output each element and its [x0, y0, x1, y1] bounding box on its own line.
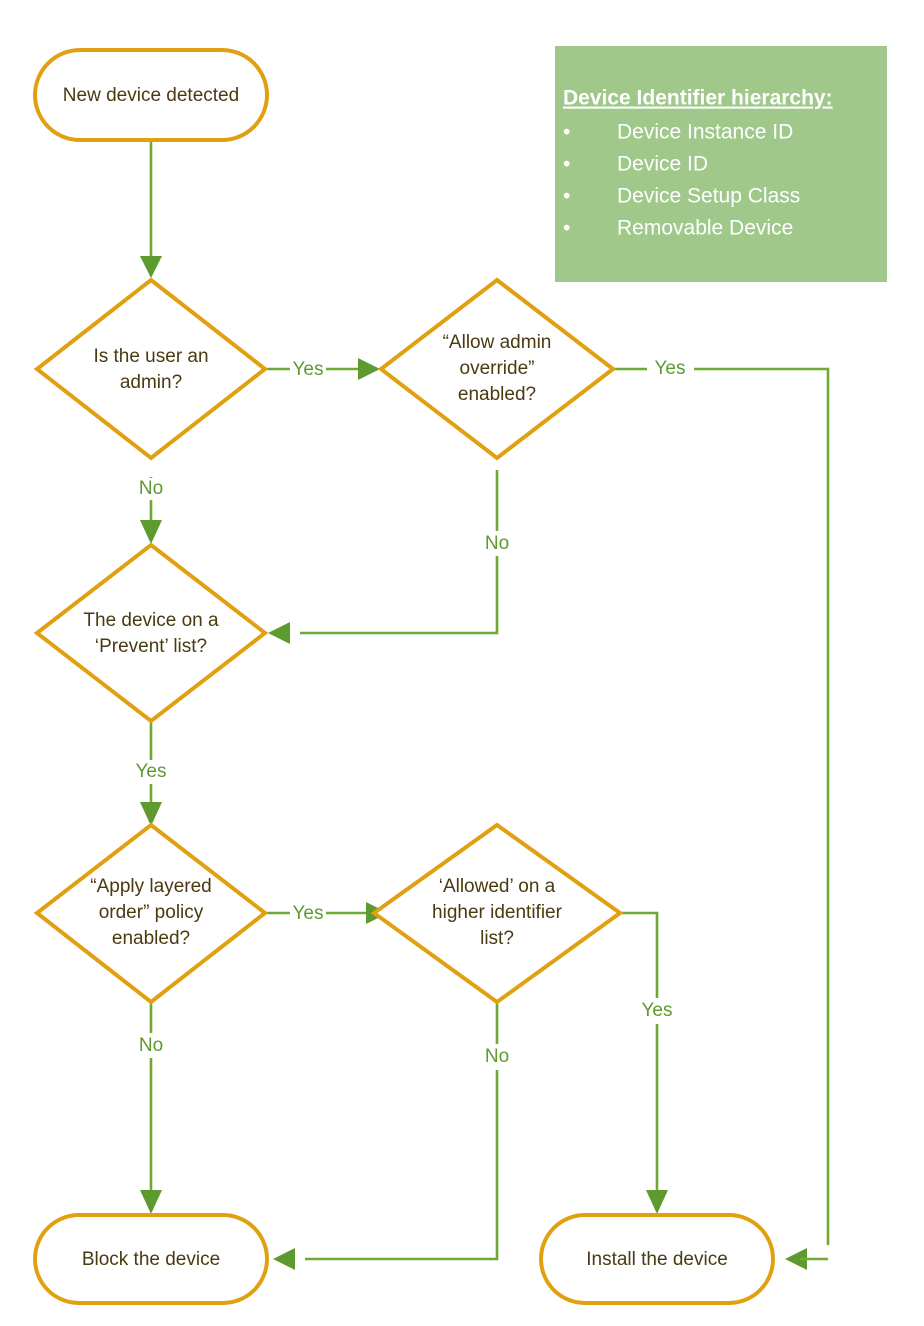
decision-shape	[33, 277, 269, 461]
arrowhead-icon	[785, 1248, 807, 1270]
node-block[interactable]: Block the device	[33, 1213, 269, 1305]
edge-label-no: No	[485, 1046, 509, 1067]
decision-shape	[377, 277, 617, 461]
edge-is-admin-no: No	[139, 477, 163, 544]
arrowhead-icon	[140, 256, 162, 278]
node-higher-identifier[interactable]: ‘Allowed’ on a higher identifier list?	[370, 822, 624, 1005]
edge-line	[305, 1002, 499, 1261]
edge-line	[300, 470, 499, 635]
terminator-shape	[539, 1213, 775, 1305]
legend-item-label: Device ID	[617, 153, 708, 176]
node-is-admin[interactable]: Is the user an admin?	[33, 277, 269, 461]
node-label-layered-order-line2: order” policy	[99, 902, 204, 923]
bullet-icon: •	[563, 153, 570, 176]
node-label-higher-identifier-line2: higher identifier	[432, 902, 563, 923]
arrowhead-icon	[358, 358, 380, 380]
edge-label-yes: Yes	[136, 761, 167, 782]
edge-is-admin-yes: Yes	[265, 358, 380, 380]
legend-panel: Device Identifier hierarchy: • Device In…	[555, 46, 887, 282]
arrowhead-icon	[140, 802, 162, 826]
arrowhead-icon	[273, 1248, 295, 1270]
edge-label-yes: Yes	[293, 903, 324, 924]
edge-admin-override-yes: Yes	[613, 358, 830, 1270]
node-prevent-list[interactable]: The device on a ‘Prevent’ list?	[33, 542, 269, 724]
bullet-icon: •	[563, 217, 570, 240]
edge-higher-identifier-yes: Yes	[620, 911, 673, 1214]
legend-item-label: Device Setup Class	[617, 185, 800, 208]
node-admin-override[interactable]: “Allow admin override” enabled?	[377, 277, 617, 461]
edge-label-no: No	[139, 478, 163, 499]
legend-item-label: Device Instance ID	[617, 121, 793, 144]
node-label-admin-override-line2: override”	[460, 358, 535, 379]
bullet-icon: •	[563, 185, 570, 208]
edge-layered-order-no: No	[139, 1002, 163, 1214]
decision-shape	[33, 822, 269, 1005]
edge-line	[613, 367, 830, 1245]
edge-start-to-is-admin	[140, 140, 162, 278]
arrowhead-icon	[268, 622, 290, 644]
bullet-icon: •	[563, 121, 570, 144]
legend-background	[555, 46, 887, 282]
node-label-admin-override-line3: enabled?	[458, 384, 536, 405]
legend-item-label: Removable Device	[617, 217, 793, 240]
terminator-shape	[33, 48, 269, 142]
edge-higher-identifier-no: No	[273, 1002, 509, 1270]
arrowhead-icon	[140, 1190, 162, 1214]
node-label-is-admin-line2: admin?	[120, 372, 182, 393]
edge-label-no: No	[139, 1035, 163, 1056]
decision-shape	[370, 822, 624, 1005]
node-label-layered-order-line3: enabled?	[112, 928, 190, 949]
node-label-layered-order-line1: “Apply layered	[90, 876, 211, 897]
terminator-shape	[33, 1213, 269, 1305]
node-label-block: Block the device	[82, 1249, 220, 1270]
node-install[interactable]: Install the device	[539, 1213, 775, 1305]
edge-admin-override-no: No	[268, 470, 509, 644]
node-label-higher-identifier-line1: ‘Allowed’ on a	[439, 876, 556, 897]
edge-layered-order-yes: Yes	[265, 902, 388, 924]
edge-label-yes: Yes	[293, 359, 324, 380]
decision-shape	[33, 542, 269, 724]
node-label-install: Install the device	[586, 1249, 728, 1270]
node-label-higher-identifier-line3: list?	[480, 928, 514, 949]
legend-title: Device Identifier hierarchy:	[563, 87, 833, 110]
node-start[interactable]: New device detected	[33, 48, 269, 142]
arrowhead-icon	[646, 1190, 668, 1214]
edge-line	[620, 911, 659, 1196]
node-label-prevent-list-line1: The device on a	[83, 610, 219, 631]
node-label-admin-override-line1: “Allow admin	[443, 332, 552, 353]
node-label-start: New device detected	[63, 85, 239, 106]
node-layered-order[interactable]: “Apply layered order” policy enabled?	[33, 822, 269, 1005]
edge-prevent-list-yes: Yes	[136, 721, 167, 826]
node-label-prevent-list-line2: ‘Prevent’ list?	[95, 636, 207, 657]
edge-label-no: No	[485, 533, 509, 554]
node-label-is-admin-line1: Is the user an	[93, 346, 208, 367]
arrowhead-icon	[140, 520, 162, 544]
edge-label-yes: Yes	[655, 358, 686, 379]
edge-label-yes: Yes	[642, 1000, 673, 1021]
